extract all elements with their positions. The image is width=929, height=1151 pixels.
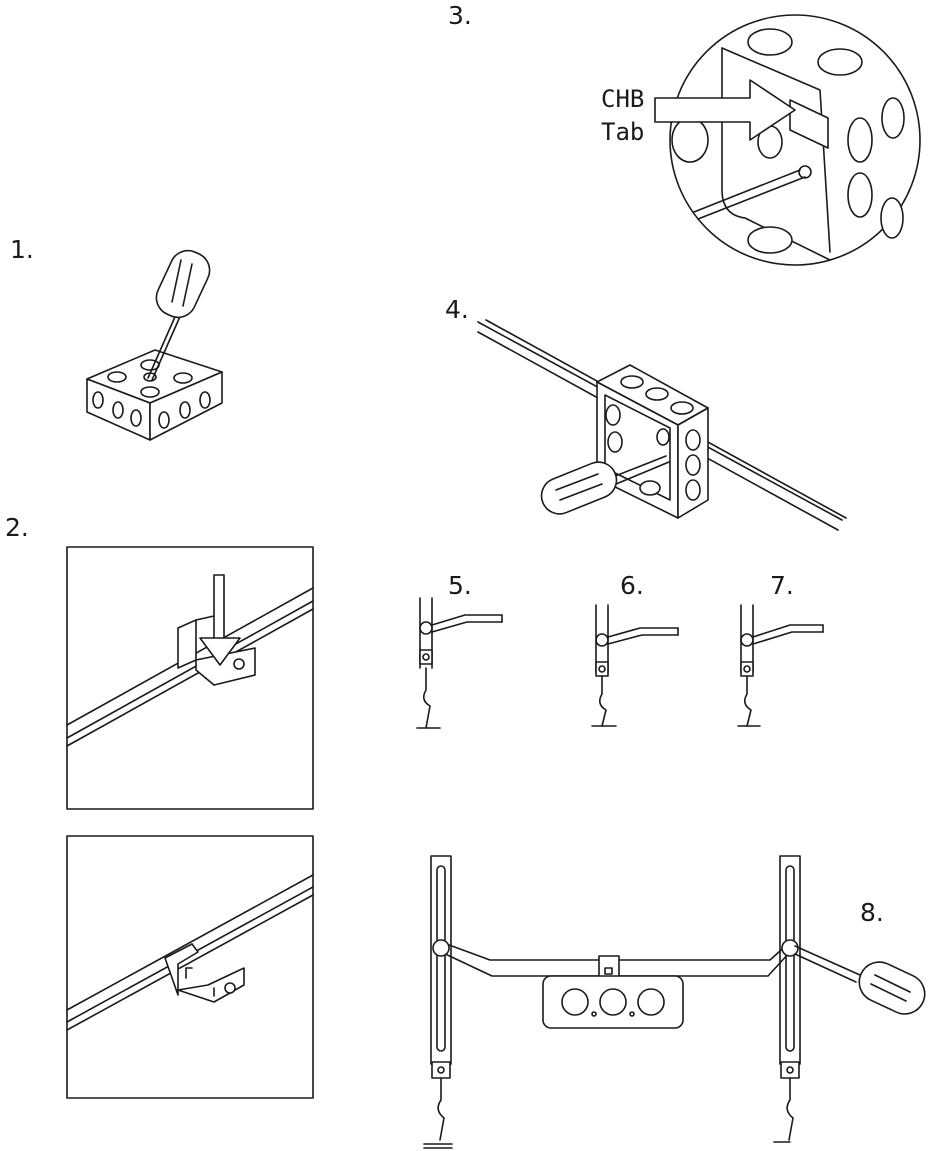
step-4-illustration: [477, 319, 847, 531]
step-5-illustration: [416, 597, 503, 729]
step-2-top-illustration: [66, 546, 314, 810]
step-5-label: 5.: [448, 571, 472, 600]
step-1-label: 1.: [10, 235, 34, 264]
step-6-label: 6.: [620, 571, 644, 600]
step-3-label: 3.: [448, 1, 472, 30]
tab-label: Tab: [601, 118, 644, 146]
step-4-label: 4.: [445, 295, 469, 324]
step-2-bottom-illustration: [66, 835, 314, 1099]
step-3-illustration: CHB Tab: [601, 14, 921, 266]
step-8-illustration: [423, 855, 926, 1149]
step-2-label: 2.: [5, 513, 29, 542]
step-7-label: 7.: [770, 571, 794, 600]
step-8-label: 8.: [860, 898, 884, 927]
step-6-illustration: [591, 604, 679, 727]
step-1-illustration: [86, 249, 223, 441]
chb-label: CHB: [601, 85, 644, 113]
step-7-illustration: [737, 604, 824, 727]
